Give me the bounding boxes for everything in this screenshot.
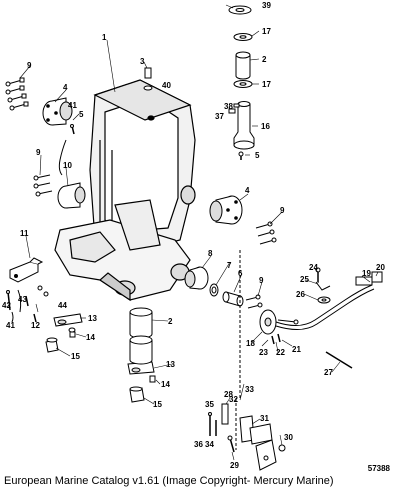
callout-18: 18: [246, 339, 255, 348]
callout-5-left: 5: [79, 110, 84, 119]
callout-25: 25: [300, 275, 309, 284]
swivel-bracket-part: [54, 79, 196, 302]
clip-upper: [45, 313, 83, 353]
grease-fitting-part: [143, 67, 153, 91]
flange-left: [57, 182, 86, 209]
callout-14-lower: 14: [161, 380, 170, 389]
ground-wire-upper: [58, 139, 67, 176]
callout-9-upper-left: 9: [27, 61, 32, 70]
callout-15-lower: 15: [153, 400, 162, 409]
callout-19: 19: [362, 269, 371, 278]
callout-13-lower: 13: [166, 360, 175, 369]
callout-43: 43: [18, 295, 27, 304]
hardware-left-cluster: [6, 285, 49, 323]
callout-39: 39: [262, 1, 271, 10]
callout-13-upper: 13: [88, 314, 97, 323]
flange-upper-left: [42, 97, 75, 135]
callout-15-upper: 15: [71, 352, 80, 361]
callout-32: 32: [229, 395, 238, 404]
callout-labels: 1 2 2 3 4 4 5 5 6 7 8 9 9 9 9 10 11 12 1…: [2, 1, 385, 470]
callout-41-upper: 41: [68, 101, 77, 110]
callout-9-lower-right: 9: [259, 276, 264, 285]
callout-2-bottom: 2: [168, 317, 173, 326]
top-washer-stack: [228, 5, 253, 88]
callout-38: 38: [224, 102, 233, 111]
callout-31: 31: [260, 414, 269, 423]
ground-bracket-part: [9, 257, 44, 283]
lower-bracket-cluster: [208, 250, 286, 471]
callout-20: 20: [376, 263, 385, 272]
callout-35: 35: [205, 400, 214, 409]
callout-24: 24: [309, 263, 318, 272]
bolt-set-lower-right: [245, 294, 263, 309]
callout-3: 3: [140, 57, 145, 66]
callout-37: 37: [215, 112, 224, 121]
image-caption: European Marine Catalog v1.61 (Image Cop…: [4, 475, 334, 487]
king-pin-part: [228, 101, 255, 160]
callout-17-upper: 17: [262, 27, 271, 36]
callout-40: 40: [162, 81, 171, 90]
small-hardware-right: [315, 267, 331, 304]
bolt-set-right: [255, 221, 277, 245]
callout-12: 12: [31, 321, 40, 330]
callout-16: 16: [261, 122, 270, 131]
callout-34: 34: [205, 440, 214, 449]
callout-11: 11: [20, 229, 29, 238]
callout-36: 36: [194, 440, 203, 449]
leader-lines: [19, 4, 379, 461]
figure-number: 57388: [367, 464, 390, 473]
bolt-set-upper-left: [5, 77, 29, 111]
cable-tie-part: [325, 351, 353, 369]
callout-1: 1: [102, 33, 107, 42]
flange-right: [209, 195, 243, 225]
callout-7: 7: [227, 261, 232, 270]
callout-42: 42: [2, 301, 11, 310]
callout-30: 30: [284, 433, 293, 442]
callout-4-right: 4: [245, 186, 250, 195]
callout-23: 23: [259, 348, 268, 357]
callout-26: 26: [296, 290, 305, 299]
tilt-tube-flange: [184, 266, 219, 297]
callout-2-top: 2: [262, 55, 267, 64]
callout-22: 22: [276, 348, 285, 357]
callout-44: 44: [58, 301, 67, 310]
bushing-part: [222, 291, 244, 307]
callout-21: 21: [292, 345, 301, 354]
trim-sender-part: [259, 271, 383, 345]
callout-9-left: 9: [36, 148, 41, 157]
bolt-set-left: [33, 174, 53, 197]
callout-5-right: 5: [255, 151, 260, 160]
callout-33: 33: [245, 385, 254, 394]
callout-28: 28: [224, 390, 233, 399]
bushings-lower: [129, 307, 153, 365]
callout-41-lower: 41: [6, 321, 15, 330]
callout-27: 27: [324, 368, 333, 377]
callout-17-lower: 17: [262, 80, 271, 89]
callout-29: 29: [230, 461, 239, 470]
clip-lower: [127, 361, 156, 403]
callout-9-right: 9: [280, 206, 285, 215]
callout-4-left: 4: [63, 83, 68, 92]
callout-6: 6: [238, 269, 243, 278]
callout-14-upper: 14: [86, 333, 95, 342]
callout-10: 10: [63, 161, 72, 170]
callout-8: 8: [208, 249, 213, 258]
